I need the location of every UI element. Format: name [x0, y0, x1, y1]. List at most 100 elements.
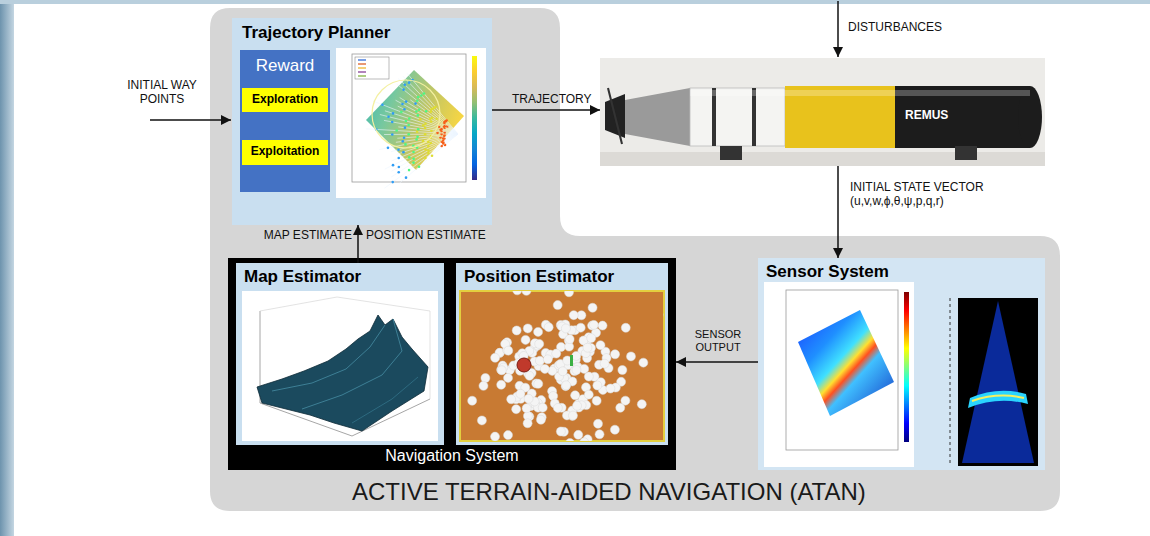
- ray-sample: [397, 148, 400, 151]
- ray-sample: [443, 125, 446, 128]
- particle: [595, 430, 604, 439]
- ray-sample: [395, 129, 398, 132]
- ray-sample: [401, 103, 404, 106]
- particle: [610, 425, 619, 434]
- sonar-return: [968, 391, 1028, 408]
- ray-sample: [404, 83, 407, 86]
- particle: [580, 438, 589, 441]
- edge-label: SENSOR OUTPUT: [683, 328, 753, 354]
- terrain-surface: [257, 315, 428, 431]
- box-title: Position Estimator: [464, 267, 614, 287]
- particle: [664, 310, 665, 319]
- plot-axes: [352, 54, 466, 182]
- ray-sample: [387, 147, 390, 150]
- ray-sample: [418, 165, 421, 168]
- ray-sample: [387, 115, 390, 118]
- particle: [543, 355, 552, 364]
- plot-legend-box: [355, 57, 389, 79]
- ray-sample: [403, 108, 406, 111]
- particle: [491, 353, 500, 362]
- terrain-ridge: [352, 377, 418, 423]
- reward-term: Exploration: [242, 88, 328, 112]
- particle: [565, 439, 574, 441]
- process-box: Position Estimator: [456, 263, 668, 445]
- particle: [572, 351, 581, 360]
- terrain-ridge: [272, 325, 385, 391]
- leader-arrow: [150, 119, 231, 121]
- vehicle-marking: REMUS: [905, 108, 948, 122]
- particle: [552, 349, 561, 358]
- input-label: DISTURBANCES: [848, 20, 942, 34]
- photo-edge: [0, 0, 14, 536]
- particle: [589, 320, 598, 329]
- planned-ray: [403, 76, 458, 134]
- particle: [621, 323, 630, 332]
- particle: [556, 427, 565, 436]
- ray-sample: [420, 94, 423, 97]
- planned-ray: [379, 134, 458, 150]
- plot-ground: [242, 291, 438, 441]
- vehicle: REMUS: [600, 58, 1045, 166]
- particle: [592, 396, 601, 405]
- hull-band: [752, 88, 756, 146]
- particle: [587, 334, 596, 343]
- ray-sample: [391, 121, 394, 124]
- particle: [525, 371, 534, 380]
- plot-legend-line: [358, 63, 366, 64]
- particle: [565, 335, 574, 344]
- particle: [594, 419, 603, 428]
- ray-sample: [444, 120, 447, 123]
- ray-sample: [424, 127, 427, 130]
- planned-ray: [397, 84, 458, 134]
- particle: [524, 394, 533, 403]
- photo-ground: [600, 58, 1045, 166]
- process-box: Sensor System: [758, 258, 1045, 470]
- planned-ray: [407, 73, 458, 134]
- particle: [618, 366, 627, 375]
- ray-sample: [431, 116, 434, 119]
- particle: [479, 381, 488, 390]
- planned-ray: [385, 134, 458, 169]
- ray-sample: [416, 136, 419, 139]
- plot-legend-line: [358, 59, 366, 60]
- particle: [468, 396, 477, 405]
- ray-sample: [418, 108, 421, 111]
- particle: [584, 390, 593, 399]
- colorbar: [472, 56, 477, 180]
- particle: [588, 303, 597, 312]
- box-title: Sensor System: [766, 262, 889, 282]
- particle-plot: [456, 263, 668, 445]
- particle: [534, 379, 543, 388]
- leader-arrow: [837, 1, 839, 57]
- planned-ray: [373, 101, 458, 134]
- particle: [522, 404, 531, 413]
- ray-sample: [391, 133, 394, 136]
- ray-sample: [407, 124, 410, 127]
- term-label: Exploitation: [242, 144, 328, 158]
- ray-sample: [417, 128, 420, 131]
- ray-sample: [408, 117, 411, 120]
- fin: [608, 88, 622, 144]
- particle: [504, 346, 513, 355]
- particle: [561, 324, 570, 333]
- particle: [561, 382, 570, 391]
- ray-sample: [422, 124, 425, 127]
- connector-arrow: [492, 109, 600, 111]
- process-box: Map Estimator: [236, 263, 444, 445]
- ray-sample: [427, 149, 430, 152]
- stand: [720, 146, 742, 160]
- box-title: Reward: [240, 56, 330, 76]
- reward-term: Exploitation: [242, 140, 328, 165]
- particle: [497, 366, 506, 375]
- ray-sample: [397, 171, 400, 174]
- planned-ray: [391, 134, 458, 171]
- ray-sample: [408, 81, 411, 84]
- plot-legend-line: [358, 67, 366, 68]
- ray-sample: [435, 117, 438, 120]
- plot-legend-line: [358, 75, 366, 76]
- ray-sample: [416, 99, 419, 102]
- edge-label: MAP ESTIMATE: [250, 228, 352, 242]
- particle: [573, 401, 582, 410]
- ray-sample: [422, 140, 425, 143]
- particle: [516, 389, 525, 398]
